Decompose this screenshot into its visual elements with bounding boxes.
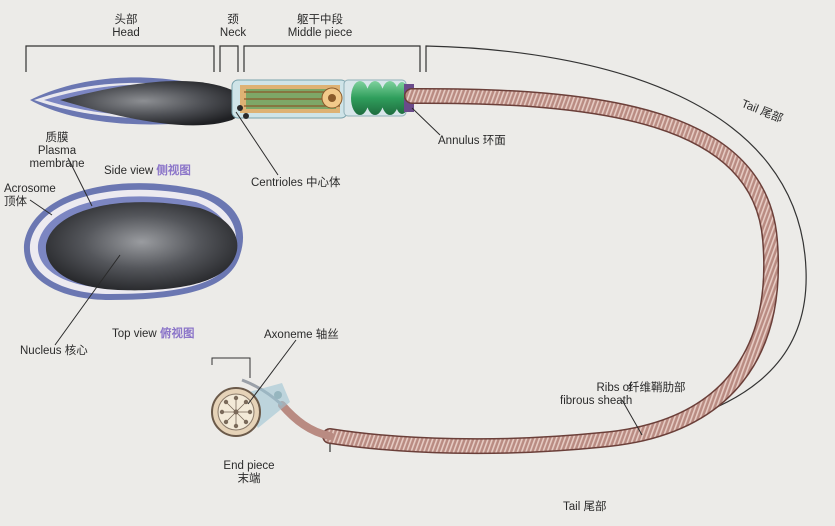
head-label: 头部 Head xyxy=(102,14,150,40)
nucleus-label: Nucleus 核心 xyxy=(20,345,88,358)
side-view-label-en: Side view xyxy=(104,165,154,177)
ribs-label-zh-wrap: 纤维鞘肋部 xyxy=(628,382,686,395)
ribs-label-en1: Ribs of xyxy=(596,382,633,394)
centrioles-label-zh: 中心体 xyxy=(305,177,341,189)
axoneme-label-zh: 轴丝 xyxy=(315,329,339,341)
end-piece-bracket xyxy=(211,357,251,378)
tail-lower-label-en: Tail xyxy=(563,501,581,513)
side-view-label-zh: 侧视图 xyxy=(156,165,191,177)
top-view-label-en: Top view xyxy=(112,328,157,340)
middle-piece xyxy=(231,79,414,119)
axoneme-label: Axoneme 轴丝 xyxy=(264,329,339,342)
end-piece-label-en: End piece xyxy=(223,460,275,472)
side-view-label: Side view 侧视图 xyxy=(104,165,191,178)
plasma-membrane-label: 质膜 Plasma membrane xyxy=(28,132,86,171)
nucleus-label-en: Nucleus xyxy=(20,345,62,357)
acrosome-label: Acrosome 顶体 xyxy=(4,183,56,209)
annulus-label-zh: 环面 xyxy=(482,135,506,147)
middle-piece-label-zh: 躯干中段 xyxy=(297,14,343,26)
tail-lower-label: Tail 尾部 xyxy=(563,501,606,514)
end-piece-label-zh: 末端 xyxy=(237,473,261,485)
annulus-label: Annulus 环面 xyxy=(438,135,506,148)
top-view-label: Top view 俯视图 xyxy=(112,328,194,341)
neck-label: 颈 Neck xyxy=(212,14,254,40)
head-label-zh: 头部 xyxy=(114,14,138,26)
middle-piece-label-en: Middle piece xyxy=(287,27,353,39)
top-view-head xyxy=(23,183,244,300)
plasma-membrane-label-zh: 质膜 xyxy=(45,132,69,144)
neck-label-en: Neck xyxy=(219,27,247,39)
neck-label-zh: 颈 xyxy=(227,14,239,26)
ribs-label: Ribs of fibrous sheath xyxy=(560,382,632,408)
end-piece-label: End piece 末端 xyxy=(218,460,280,486)
tail xyxy=(241,87,779,455)
head-label-en: Head xyxy=(112,27,140,39)
middle-piece-label: 躯干中段 Middle piece xyxy=(272,14,368,40)
end-piece-cross-section xyxy=(211,383,290,437)
ribs-label-en2: fibrous sheath xyxy=(560,395,633,407)
side-view-head xyxy=(30,77,246,126)
annulus-label-en: Annulus xyxy=(438,135,480,147)
ribs-label-zh: 纤维鞘肋部 xyxy=(628,382,686,394)
nucleus-label-zh: 核心 xyxy=(64,345,88,357)
centrioles-label-en: Centrioles xyxy=(251,177,303,189)
centrioles-label: Centrioles 中心体 xyxy=(251,177,340,190)
acrosome-label-en: Acrosome xyxy=(4,183,56,195)
plasma-membrane-label-en1: Plasma xyxy=(37,145,77,157)
tail-lower-label-zh: 尾部 xyxy=(583,501,607,513)
plasma-membrane-label-en2: membrane xyxy=(29,158,85,170)
top-view-label-zh: 俯视图 xyxy=(159,328,195,340)
axoneme-label-en: Axoneme xyxy=(264,329,313,341)
acrosome-label-zh: 顶体 xyxy=(4,196,27,208)
leader-lines xyxy=(29,107,643,436)
